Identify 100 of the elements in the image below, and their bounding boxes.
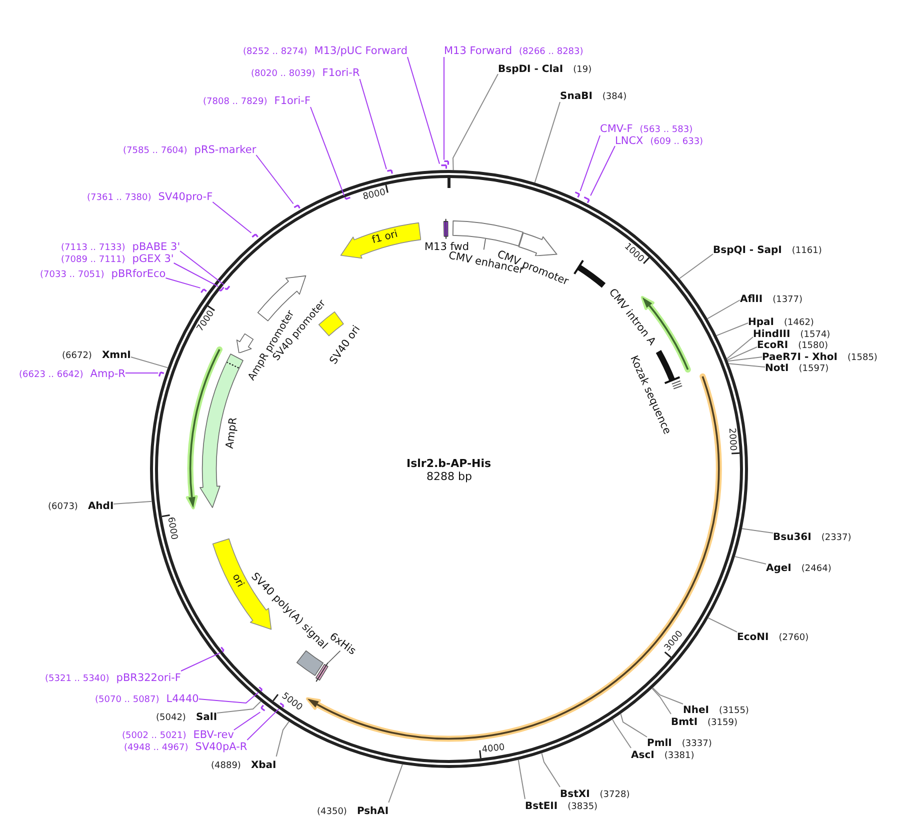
primer-binding-mark (220, 646, 226, 653)
scale-label: 8000 (362, 188, 386, 202)
scale-label: 4000 (482, 744, 506, 756)
leader-line (620, 713, 648, 738)
primer-position: (7033 .. 7051) (40, 270, 104, 280)
primer-binding-mark (293, 204, 302, 210)
primer-binding-mark (224, 284, 231, 290)
enzyme-name: BspDI - ClaI (498, 64, 564, 74)
primer-position: (7585 .. 7604) (123, 146, 188, 156)
enzyme-name: AflII (740, 294, 763, 305)
primer-binding-mark (344, 196, 352, 200)
primer-binding-mark (440, 164, 447, 170)
primer-name: EBV-rev (193, 728, 234, 740)
enzyme-name: EcoRI (757, 340, 788, 351)
primer-binding-mark (574, 191, 580, 199)
leader-line (310, 106, 345, 196)
primer-binding-mark (200, 288, 208, 294)
leader-line (388, 764, 403, 803)
leader-line (518, 759, 526, 800)
primer-name: pRS-marker (194, 144, 256, 156)
primer-name: pGEX 3' (132, 252, 174, 264)
enzyme-name: PaeR7I - XhoI (762, 352, 838, 362)
cut-site-position: (1585) (848, 352, 878, 362)
enzyme-name: NheI (683, 705, 709, 716)
leader-line (113, 500, 152, 504)
primer-name: M13/pUC Forward (314, 44, 408, 56)
primer-name: SV40pro-F (158, 190, 213, 202)
feature-label: ori (230, 572, 246, 590)
leader-line (233, 712, 261, 730)
enzyme-name: BstXI (560, 789, 590, 800)
cut-site-position: (3159) (708, 718, 738, 728)
leader-line (180, 652, 221, 672)
leader-line (165, 278, 201, 288)
primer-position: (609 .. 633) (650, 137, 704, 147)
enzyme-name: PmlI (647, 738, 672, 748)
leader-line (406, 56, 440, 164)
cut-site-position: (3835) (568, 802, 598, 812)
primer-name: M13 Forward (444, 44, 512, 56)
leader-line (359, 78, 387, 170)
leader-line (728, 363, 766, 368)
primer-position: (8266 .. 8283) (518, 46, 584, 56)
cut-site-position: (5042) (156, 712, 186, 722)
enzyme-name: BmtI (671, 717, 698, 728)
primer-binding-mark (260, 704, 266, 712)
primer-name: pBR322ori-F (116, 672, 181, 684)
cut-site-position: (4350) (317, 806, 347, 816)
feature-label: AmpR (224, 416, 240, 450)
enzyme-name: Bsu36I (773, 532, 812, 542)
leader-line (708, 617, 738, 632)
cut-site-position: (384) (602, 92, 627, 102)
cut-site-position: (6672) (62, 350, 92, 360)
primer-name: pBABE 3' (132, 240, 180, 252)
leader-line (726, 346, 758, 361)
leader-line (612, 718, 632, 748)
cut-site-position: (1377) (772, 295, 803, 305)
cut-site-position: (2337) (821, 532, 852, 542)
leader-line (541, 752, 560, 788)
cut-site-position: (3337) (682, 738, 712, 748)
leader-line (678, 254, 714, 280)
enzyme-name: SalI (196, 712, 218, 722)
primer-binding-mark (386, 169, 394, 176)
cut-site-position: (6073) (48, 502, 78, 512)
orf-arrow (184, 346, 224, 512)
enzyme-name: SnaBI (560, 91, 592, 102)
leader-line (726, 336, 754, 360)
leader-line (727, 356, 762, 362)
primer-name: Amp-R (90, 368, 126, 380)
primer-binding-mark (158, 371, 166, 378)
leader-line (173, 262, 219, 287)
feature-label: f1 ori (370, 228, 399, 246)
primer-position: (5002 .. 5021) (122, 730, 186, 740)
primer-position: (5070 .. 5087) (95, 694, 160, 704)
primer-name: pBRforEco (111, 268, 166, 280)
primer-position: (7089 .. 7111) (61, 254, 126, 264)
cut-site-position: (4889) (211, 760, 241, 770)
cut-site-position: (3728) (600, 790, 630, 800)
primer-name: SV40pA-R (195, 741, 248, 753)
primer-binding-mark (258, 686, 264, 692)
leader-line (276, 721, 290, 757)
primer-position: (8020 .. 8039) (251, 68, 316, 78)
cut-site-position: (1462) (784, 318, 814, 328)
leader-line (130, 356, 168, 368)
cut-site-position: (1580) (798, 341, 828, 351)
cut-site-position: (1161) (792, 246, 822, 256)
cut-site-position: (2464) (801, 564, 832, 574)
enzyme-name: AscI (631, 750, 654, 760)
scale-label: 6000 (165, 516, 178, 541)
leader-line (734, 556, 766, 564)
primer-name: LNCX (615, 135, 644, 147)
primer-position: (4948 .. 4967) (124, 743, 188, 753)
leader-line (198, 692, 259, 704)
leader-line (124, 372, 159, 374)
primer-position: (7113 .. 7133) (61, 242, 126, 252)
enzyme-name: BstEII (525, 801, 558, 812)
enzyme-name: AhdI (88, 500, 114, 512)
plasmid-name: Islr2.b-AP-His (406, 457, 492, 470)
leader-line (590, 146, 616, 196)
primer-binding-mark (251, 233, 260, 238)
leader-line (180, 250, 224, 286)
cut-site-position: (3155) (719, 706, 749, 716)
